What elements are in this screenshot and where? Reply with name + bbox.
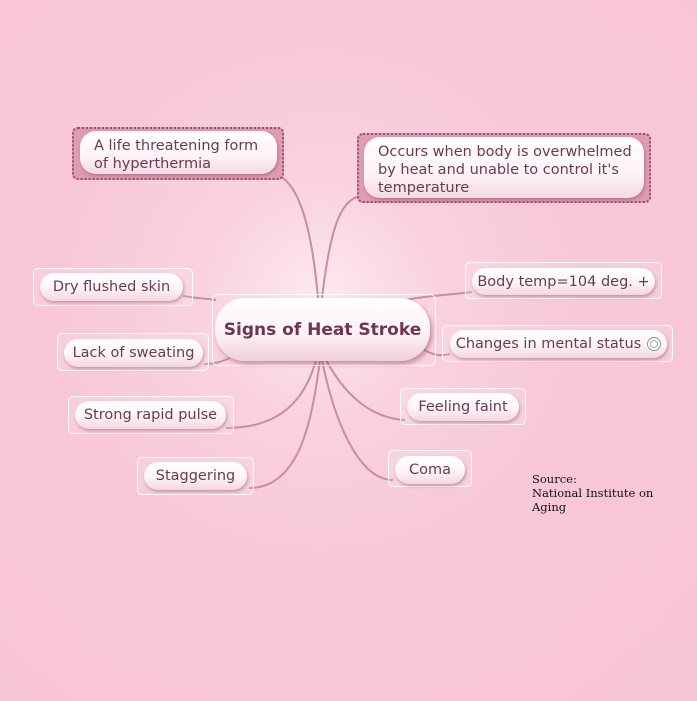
topic-label: Lack of sweating	[72, 345, 195, 361]
source-organization-cont: Aging	[532, 500, 567, 514]
connector-staggering	[248, 359, 321, 489]
source-organization: National Institute on	[532, 486, 654, 500]
topic-body-temp[interactable]: Body temp=104 deg. +	[472, 268, 655, 295]
topic-changes-in-mental-status[interactable]: Changes in mental status	[450, 330, 667, 358]
speech-bubble-icon[interactable]	[647, 337, 662, 351]
central-topic-label: Signs of Heat Stroke	[223, 319, 422, 340]
topic-strong-rapid-pulse[interactable]: Strong rapid pulse	[75, 401, 226, 429]
topic-label: Dry flushed skin	[52, 279, 171, 295]
note-right-text: Occurs when body is overwhelmed by heat …	[378, 144, 632, 196]
topic-feeling-faint[interactable]: Feeling faint	[407, 393, 519, 421]
topic-staggering[interactable]: Staggering	[144, 462, 247, 490]
topic-label: Staggering	[155, 468, 236, 484]
source-citation: Source: National Institute on Aging	[532, 472, 653, 514]
topic-label: Changes in mental status	[455, 336, 642, 352]
topic-lack-of-sweating[interactable]: Lack of sweating	[64, 339, 203, 367]
topic-coma[interactable]: Coma	[395, 456, 465, 484]
connector-mental-status	[423, 349, 451, 357]
topic-label: Coma	[408, 462, 451, 478]
topic-label: Body temp=104 deg. +	[477, 273, 650, 290]
note-right[interactable]: Occurs when body is overwhelmed by heat …	[364, 137, 644, 198]
connector-note-left	[277, 174, 319, 299]
central-topic[interactable]: Signs of Heat Stroke	[215, 298, 430, 361]
connector-note-right	[321, 195, 361, 299]
note-left-text: A life threatening form of hyperthermia	[94, 138, 259, 172]
source-label: Source:	[532, 472, 577, 486]
note-left[interactable]: A life threatening form of hyperthermia	[80, 131, 277, 174]
topic-label: Feeling faint	[418, 399, 508, 415]
connector-rapid-pulse	[225, 359, 317, 429]
topic-dry-flushed-skin[interactable]: Dry flushed skin	[40, 273, 183, 301]
topic-label: Strong rapid pulse	[83, 407, 218, 423]
central-topic-frame	[212, 294, 436, 366]
connector-feeling-faint	[325, 359, 406, 421]
connector-coma	[321, 359, 394, 481]
